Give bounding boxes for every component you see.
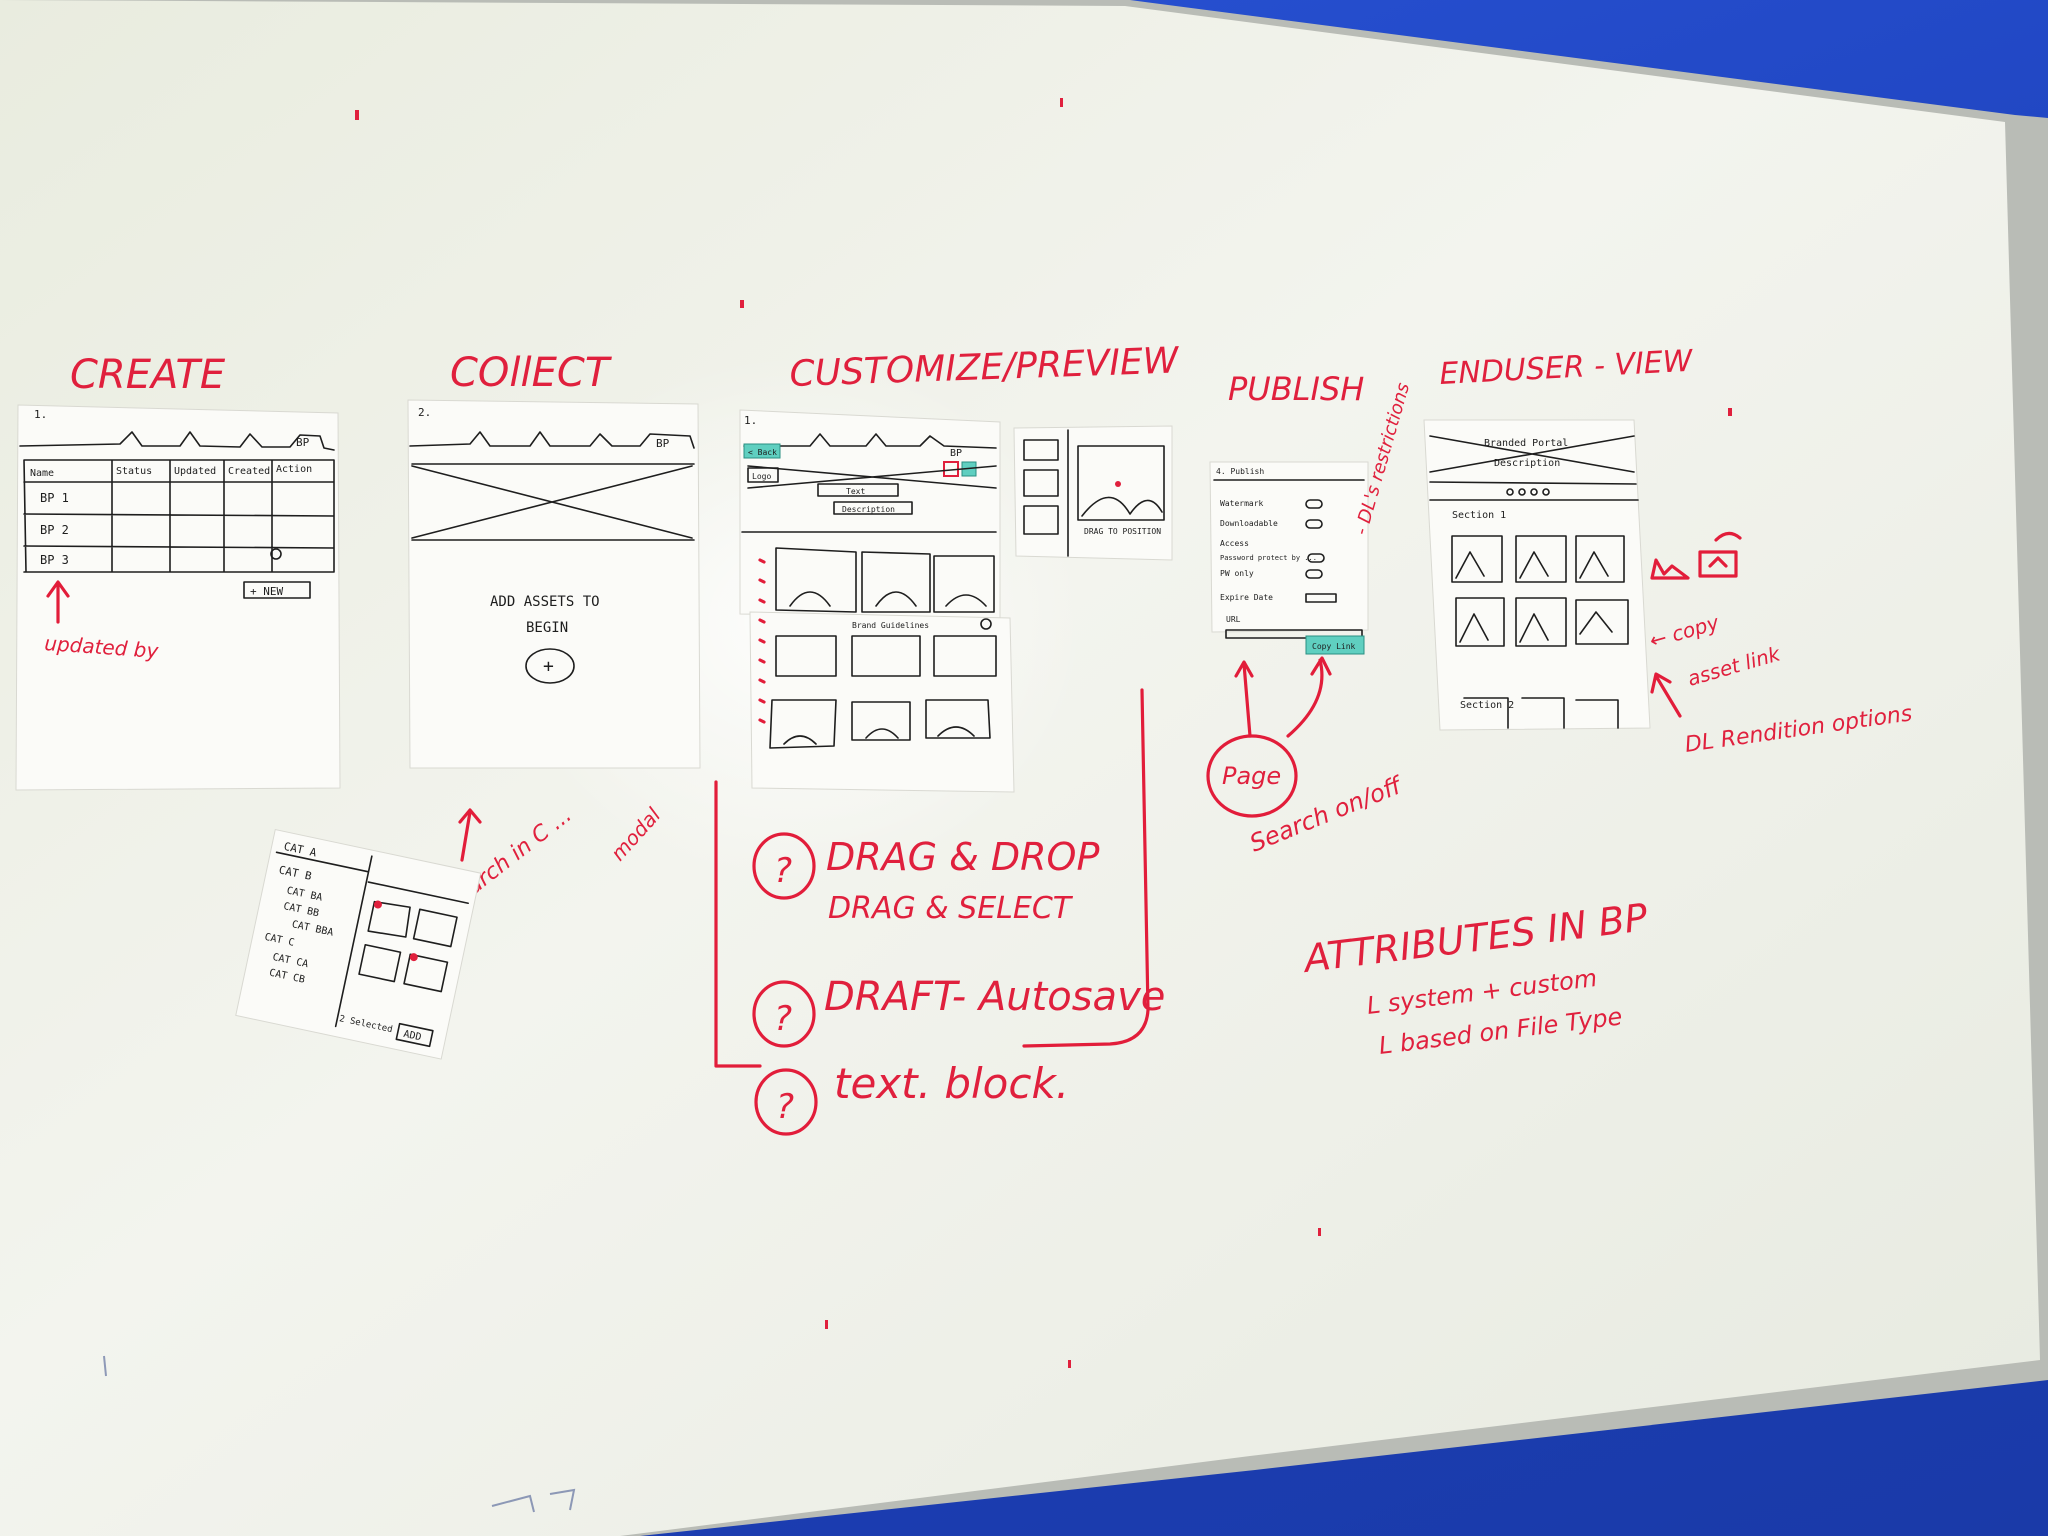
copy-link-button-sketch: Copy Link <box>1312 642 1356 651</box>
stage-create-title: CREATE <box>70 352 226 398</box>
page-bubble-label: Page <box>1222 762 1281 790</box>
question-circle-3 <box>754 1068 818 1136</box>
collect-sheet-number: 2. <box>418 406 431 419</box>
drag-select-note: DRAG & SELECT <box>828 891 1074 926</box>
publish-sketch-sheet: 4. Publish Watermark Downloadable Access… <box>1209 461 1369 639</box>
publish-url-label: URL <box>1226 615 1241 624</box>
customize-sheet-number: 1. <box>744 414 757 427</box>
updated-by-arrow <box>46 580 70 624</box>
question-mark-1: ? <box>774 851 792 891</box>
customize-sheet-tab: BP <box>950 448 962 459</box>
collect-sheet-tab: BP <box>656 437 670 450</box>
category-filter-card: CAT A CAT B CAT BA CAT BB CAT BBA CAT C … <box>235 828 482 1060</box>
row-bp-1: BP 1 <box>40 491 69 505</box>
question-mark-2: ? <box>774 999 792 1039</box>
dashed-margin-marks <box>758 558 766 724</box>
publish-row-expire: Expire Date <box>1220 593 1273 602</box>
selected-marker-2 <box>409 953 418 962</box>
enduser-section-2: Section 2 <box>1460 700 1514 711</box>
col-created: Created <box>228 466 270 477</box>
customize-sketch-sheet: 1. < Back BP Logo Text Description <box>739 409 1001 619</box>
search-modal-arrow <box>458 808 482 862</box>
stray-marker-dots <box>355 98 1732 1368</box>
new-button-sketch: + NEW <box>250 585 283 598</box>
selected-marker-1 <box>373 900 382 909</box>
enduser-section-1: Section 1 <box>1452 510 1506 521</box>
question-circle-2 <box>752 980 816 1048</box>
publish-row-pw-only: PW only <box>1220 569 1254 578</box>
publish-row-downloadable: Downloadable <box>1220 519 1278 528</box>
question-circle-1 <box>752 832 816 900</box>
blue-marker-ghosts <box>103 1355 576 1513</box>
download-icon-sketches <box>1650 531 1742 580</box>
create-sketch-sheet: 1. BP Name Status Updated Created Action… <box>15 404 341 791</box>
publish-row-password: Password protect by ... <box>1220 554 1317 562</box>
row-bp-3: BP 3 <box>40 553 69 567</box>
enduser-title-line1: Branded Portal <box>1484 438 1568 449</box>
brand-guidelines-title: Brand Guidelines <box>852 621 929 630</box>
collect-sketch-sheet: 2. BP ADD ASSETS TO BEGIN + <box>407 399 701 769</box>
create-sheet-tab: BP <box>296 436 310 449</box>
preview-caption: DRAG TO POSITION <box>1084 527 1161 536</box>
col-status: Status <box>116 466 152 477</box>
enduser-title-line2: Description <box>1494 458 1560 469</box>
col-updated: Updated <box>174 466 216 477</box>
question-mark-3: ? <box>776 1087 794 1127</box>
col-name: Name <box>30 468 54 479</box>
drag-drop-note: DRAG & DROP <box>826 835 1099 879</box>
publish-row-access: Access <box>1220 539 1249 548</box>
page-bubble-circle <box>1206 734 1298 818</box>
add-assets-plus: + <box>543 656 554 677</box>
customize-text-label: Text <box>846 487 865 496</box>
enduser-sketch-sheet: Branded Portal Description Section 1 Sec… <box>1423 419 1651 731</box>
customize-back-button: < Back <box>748 448 777 457</box>
customize-second-sheet: Brand Guidelines <box>749 611 1015 793</box>
stage-collect-title: COllECT <box>450 350 613 396</box>
add-assets-line1: ADD ASSETS TO <box>490 594 600 610</box>
page-arrows <box>1234 656 1332 738</box>
filter-add-button: ADD <box>402 1029 422 1044</box>
customize-bracket <box>714 688 1150 1068</box>
preview-sketch-sheet: DRAG TO POSITION <box>1013 425 1173 561</box>
dl-options-arrow <box>1650 672 1682 718</box>
customize-logo-label: Logo <box>752 472 771 481</box>
customize-description-label: Description <box>842 505 895 514</box>
publish-sheet-title: 4. Publish <box>1216 467 1264 476</box>
row-bp-2: BP 2 <box>40 523 69 537</box>
text-block-note: text. block. <box>834 1059 1069 1108</box>
add-assets-line2: BEGIN <box>526 620 568 636</box>
publish-row-watermark: Watermark <box>1220 499 1264 508</box>
create-sheet-number: 1. <box>34 408 47 421</box>
stage-publish-title: PUBLISH <box>1228 370 1364 408</box>
copy-link-sticker <box>1305 635 1365 655</box>
col-action: Action <box>276 464 312 475</box>
draft-autosave-note: DRAFT- Autosave <box>824 974 1165 1020</box>
